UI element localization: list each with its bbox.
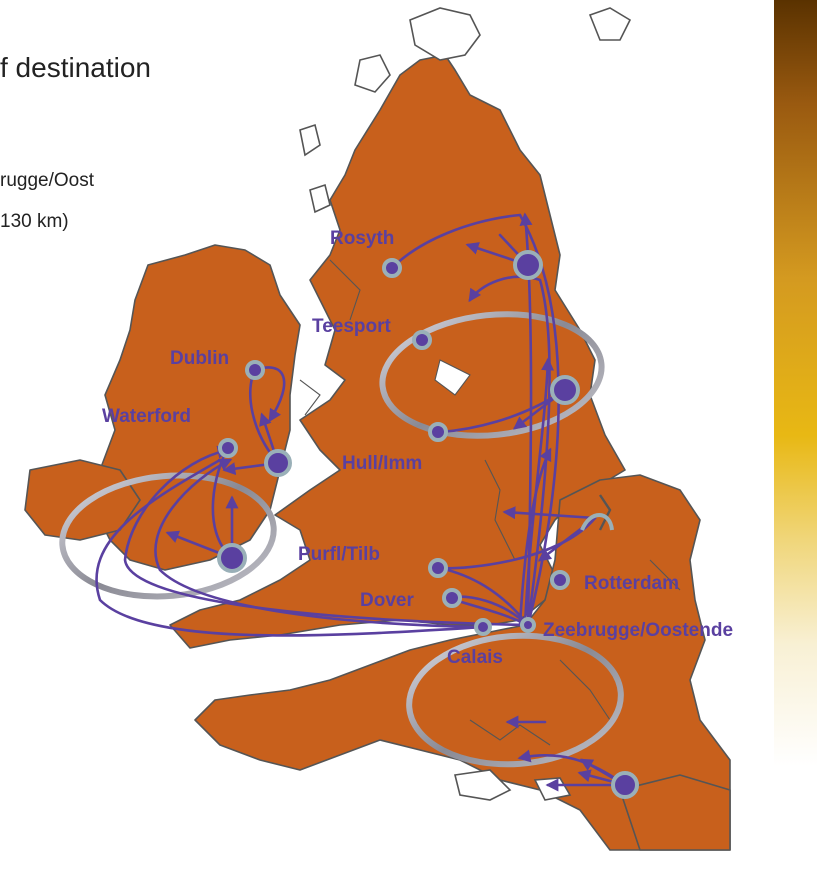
slide-text-line-2: 130 km): [0, 211, 69, 232]
region-ellipse-ireland-south: [59, 472, 277, 600]
port-marker-zeebrugge: [520, 617, 536, 633]
landmass-southeast: [619, 774, 731, 851]
hub-marker-ireland-south: [217, 543, 247, 573]
port-marker-teesport: [412, 330, 432, 350]
port-marker-purfl: [428, 558, 448, 578]
hub-marker-yorkshire: [550, 375, 580, 405]
slide-text-line-1: rugge/Oost: [0, 170, 94, 191]
port-labels: Rosyth Teesport Dublin Waterford Hull/Im…: [102, 228, 733, 668]
island-north-4: [299, 123, 321, 157]
hub-marker-north: [513, 250, 543, 280]
region-ellipse-france-north: [406, 632, 624, 768]
port-label-waterford: Waterford: [102, 406, 191, 427]
hub-marker-ireland-east: [264, 449, 292, 477]
island-channel: [454, 769, 512, 801]
landmass-ireland: [94, 244, 301, 571]
port-label-calais: Calais: [447, 647, 503, 668]
island-north-1: [409, 7, 481, 61]
port-marker-dublin: [245, 360, 265, 380]
inland-lines: [299, 259, 681, 746]
decorative-side-bar: [774, 0, 817, 871]
island-north-3: [588, 7, 632, 41]
port-marker-hull: [428, 422, 448, 442]
port-label-rosyth: Rosyth: [330, 228, 394, 249]
port-label-dover: Dover: [360, 590, 414, 611]
island-north-5: [309, 183, 331, 214]
port-marker-dover: [442, 588, 462, 608]
port-marker-rotterdam: [550, 570, 570, 590]
region-ellipse-north-england: [379, 311, 605, 439]
rotterdam-hook: [580, 513, 614, 531]
slide-title: f destination: [0, 52, 151, 83]
port-label-teesport: Teesport: [312, 316, 392, 337]
port-label-dublin: Dublin: [170, 348, 229, 369]
port-label-rotterdam: Rotterdam: [584, 573, 679, 594]
port-marker-rosyth: [382, 258, 402, 278]
port-label-zeebrugge: Zeebrugge/Oostende: [543, 620, 733, 641]
port-marker-calais: [474, 618, 492, 636]
port-label-purfl: Purfl/Tilb: [298, 544, 380, 565]
port-label-hull: Hull/Imm: [342, 453, 422, 474]
landmass-continent: [194, 474, 731, 851]
hub-marker-france: [611, 771, 639, 799]
port-marker-waterford: [218, 438, 238, 458]
port-markers: [217, 250, 639, 799]
region-highlights: [59, 311, 624, 768]
island-north-2: [354, 54, 391, 93]
